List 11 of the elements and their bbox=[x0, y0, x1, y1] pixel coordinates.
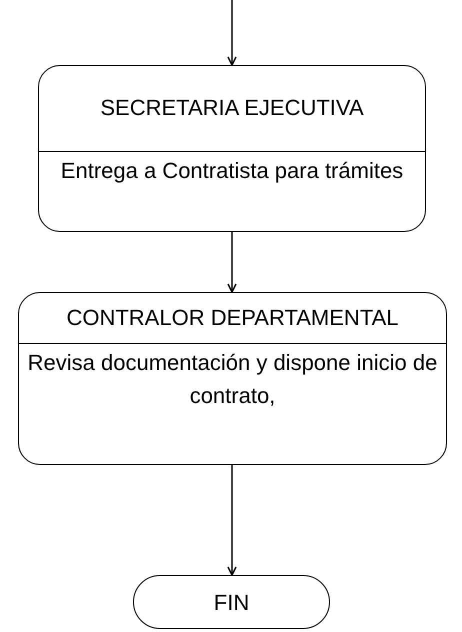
terminator-box bbox=[133, 575, 330, 629]
arrow bbox=[227, 232, 237, 293]
process-box bbox=[18, 292, 447, 465]
process-box bbox=[38, 65, 426, 232]
body-text: Revisa documentación y dispone inicio de contrato, bbox=[26, 349, 438, 410]
arrow bbox=[227, 0, 237, 66]
heading-text: CONTRALOR DEPARTAMENTAL bbox=[65, 304, 400, 332]
heading-text: SECRETARIA EJECUTIVA bbox=[99, 94, 365, 122]
label-text: FIN bbox=[214, 588, 250, 616]
body-text: Entrega a Contratista para trámites bbox=[60, 157, 404, 185]
arrow bbox=[227, 465, 237, 576]
